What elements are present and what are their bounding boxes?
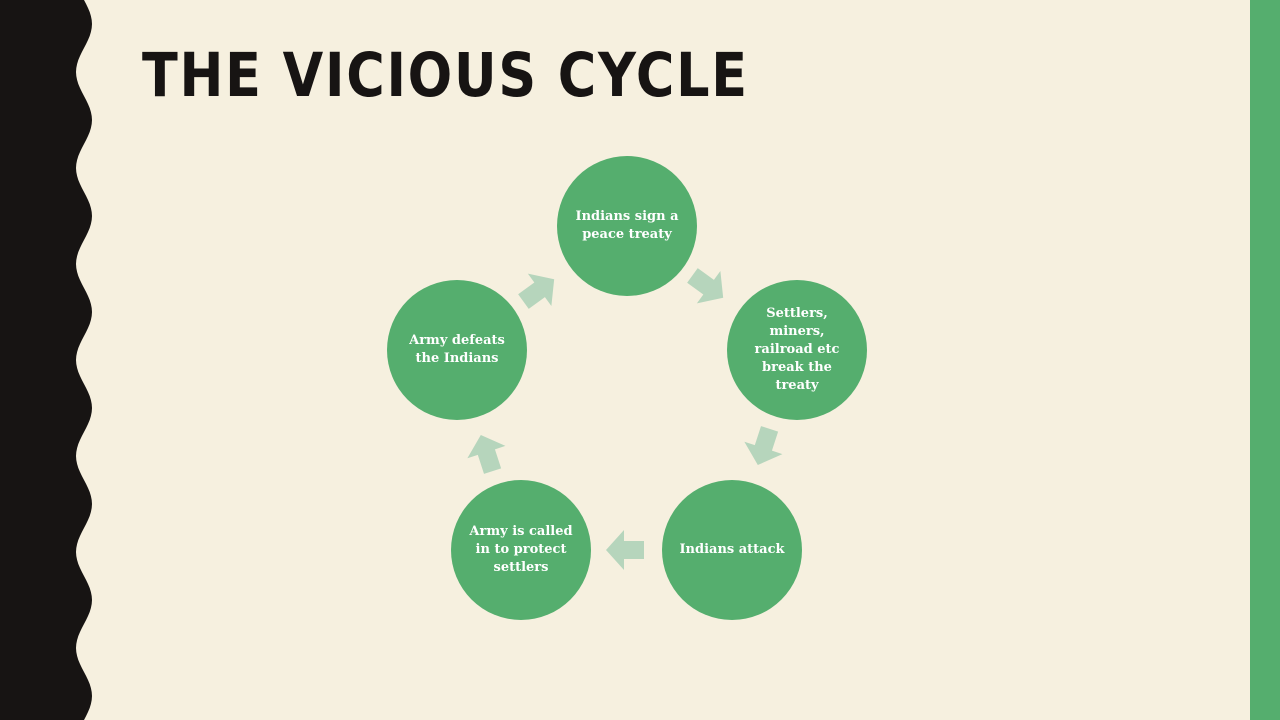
cycle-node-label: Army is called in to protect settlers: [469, 524, 573, 575]
cycle-node-indians-attack: Indians attack: [662, 480, 802, 620]
cycle-node-sign-treaty: Indians sign a peace treaty: [557, 156, 697, 296]
arrow-right-icon: [606, 530, 644, 570]
wave-shape: [0, 0, 92, 720]
cycle-node-army-defeats: Army defeats the Indians: [387, 280, 527, 420]
arrow-right-icon: [467, 434, 506, 474]
right-accent-bar: [1250, 0, 1280, 720]
cycle-node-army-called: Army is called in to protect settlers: [451, 480, 591, 620]
arrow-right-icon: [518, 273, 555, 309]
cycle-node-label: Indians attack: [679, 542, 785, 557]
wavy-left-band: [0, 0, 92, 720]
arrow-right-icon: [687, 268, 724, 304]
cycle-node-label: Indians sign a peace treaty: [575, 209, 679, 242]
arrow-right-icon: [744, 426, 783, 466]
cycle-node-label: Settlers, miners, railroad etc break the…: [754, 306, 840, 393]
cycle-node-label: Army defeats the Indians: [409, 333, 505, 366]
cycle-node-break-treaty: Settlers, miners, railroad etc break the…: [727, 280, 867, 420]
page-title: THE VICIOUS CYCLE: [142, 40, 749, 111]
